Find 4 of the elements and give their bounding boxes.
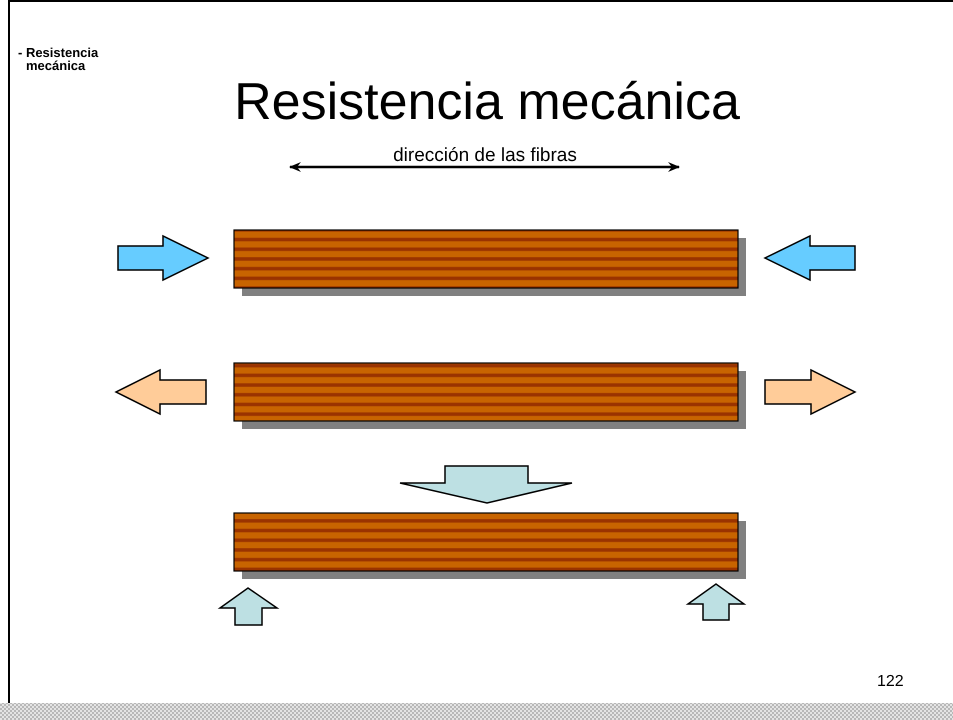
fiber-direction-label: dirección de las fibras [393, 145, 577, 167]
slide-title: Resistencia mecánica [234, 72, 740, 132]
page-number: 122 [877, 673, 904, 691]
sidebar-heading: - Resistencia mecánica [18, 46, 100, 72]
